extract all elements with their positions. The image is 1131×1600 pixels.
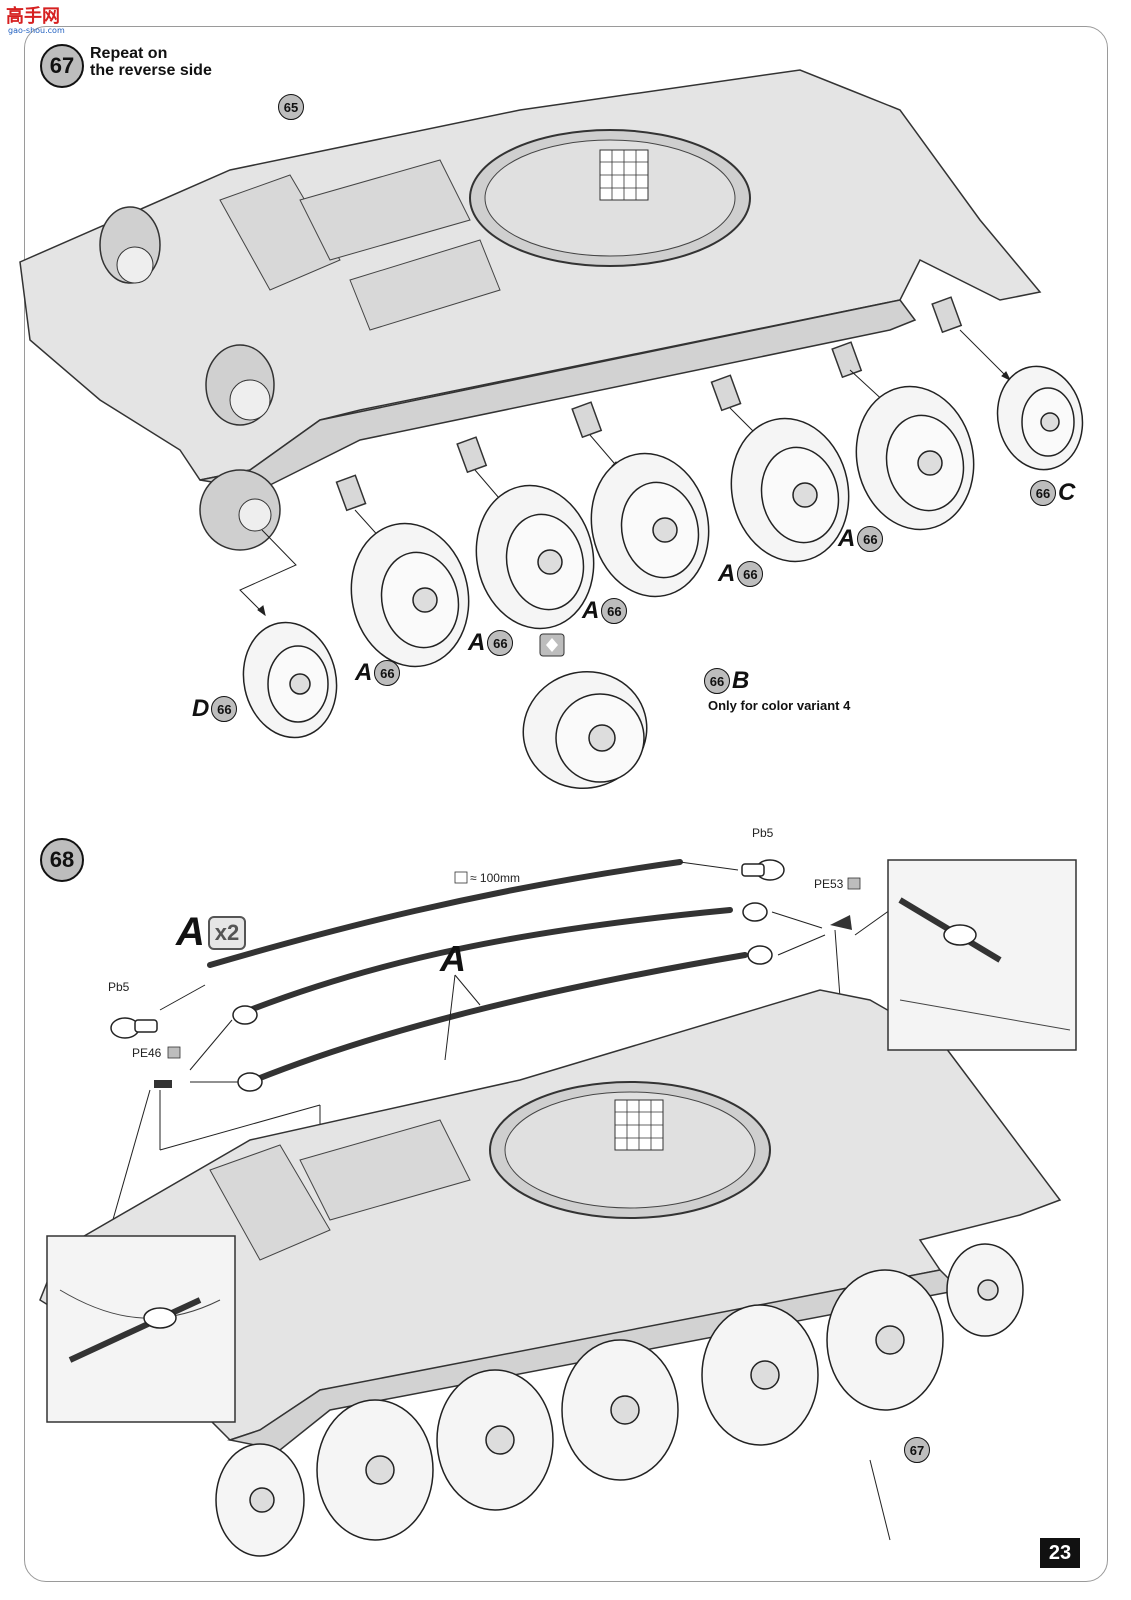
logo-text: 高手网 (6, 5, 60, 27)
step-67-note: Repeat on the reverse side (90, 45, 212, 79)
page-frame (24, 26, 1108, 1582)
cable-length: ≈ 100mm (470, 871, 520, 885)
cable-letter-a: A (176, 910, 205, 954)
site-logo: 高手网 gao-shou.com (4, 2, 74, 36)
cable-middle (247, 907, 733, 1013)
part-pb5-right: Pb5 (752, 826, 774, 840)
step-68-badge: 68 (40, 838, 84, 882)
cable-label-a: A (440, 938, 466, 979)
cable-bottom (252, 952, 748, 1083)
logo-url: gao-shou.com (8, 26, 65, 35)
ref-67: 67 (904, 1437, 930, 1463)
hull-side (199, 299, 917, 491)
variant-note: Only for color variant 4 (708, 698, 851, 713)
page-number: 23 (1040, 1538, 1080, 1568)
part-pe46: PE46 (132, 1046, 162, 1060)
ref-65: 65 (278, 94, 304, 120)
part-pb5-left: Pb5 (108, 980, 130, 994)
hull-top (19, 69, 1042, 481)
cable-top (207, 859, 683, 968)
step-67-badge: 67 (40, 44, 84, 88)
part-pe53: PE53 (814, 877, 844, 891)
detail-inset-right (887, 859, 1077, 1051)
cable-quantity-box: x2 (208, 916, 246, 950)
